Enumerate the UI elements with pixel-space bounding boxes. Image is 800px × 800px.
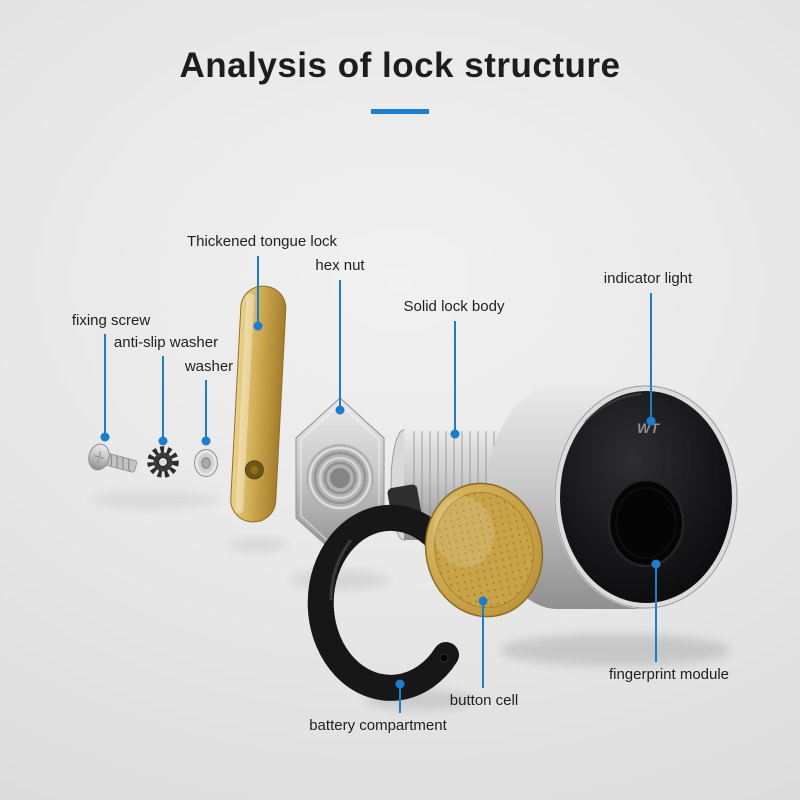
label-button-cell: button cell — [449, 692, 519, 709]
label-fingerprint-module: fingerprint module — [608, 666, 730, 683]
dot-button-cell — [478, 596, 488, 606]
label-solid-lock-body: Solid lock body — [403, 298, 505, 315]
leader-indicator-light — [650, 293, 652, 421]
title-accent-bar — [371, 109, 429, 114]
leader-button-cell — [482, 601, 484, 688]
label-fixing-screw: fixing screw — [71, 312, 151, 329]
dot-fixing-screw — [100, 432, 110, 442]
dot-hex-nut — [335, 405, 345, 415]
label-hex-nut: hex nut — [315, 257, 365, 274]
page-title: Analysis of lock structure — [179, 46, 621, 85]
lock-logo: WT — [637, 420, 660, 436]
dot-fingerprint-module — [651, 559, 661, 569]
dot-washer — [201, 436, 211, 446]
label-anti-slip-washer: anti-slip washer — [113, 334, 219, 351]
fingerprint-sensor — [607, 478, 685, 568]
leader-battery-compartment — [399, 684, 401, 713]
label-battery-compartment: battery compartment — [309, 717, 447, 734]
leader-fingerprint-module — [655, 564, 657, 662]
dot-battery-compartment — [395, 679, 405, 689]
dot-thickened-tongue-lock — [253, 321, 263, 331]
leader-washer — [205, 380, 207, 441]
leader-thickened-tongue-lock — [257, 256, 259, 326]
dot-indicator-light — [646, 416, 656, 426]
fixing-screw-part — [88, 443, 138, 473]
leader-hex-nut — [339, 280, 341, 410]
washer-part — [194, 449, 218, 477]
leader-fixing-screw — [104, 334, 106, 437]
dot-anti-slip-washer — [158, 436, 168, 446]
label-thickened-tongue-lock: Thickened tongue lock — [186, 233, 338, 250]
button-cell-part — [424, 482, 544, 618]
leader-anti-slip-washer — [162, 356, 164, 441]
leader-solid-lock-body — [454, 321, 456, 434]
dot-solid-lock-body — [450, 429, 460, 439]
tongue-lock-part — [230, 285, 287, 523]
label-indicator-light: indicator light — [603, 270, 693, 287]
anti-slip-washer-part — [147, 446, 179, 478]
label-washer: washer — [184, 358, 234, 375]
